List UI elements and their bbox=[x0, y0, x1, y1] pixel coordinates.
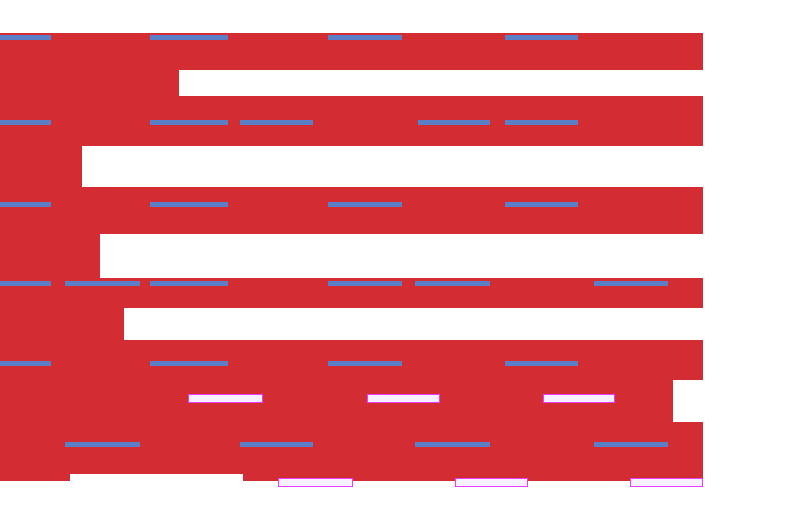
underline-r5-c2[interactable] bbox=[150, 361, 228, 366]
highlight-r1-c1[interactable] bbox=[188, 394, 263, 403]
line-2 bbox=[0, 70, 179, 96]
underline-r4-c6[interactable] bbox=[594, 281, 668, 286]
highlight-r1-c2[interactable] bbox=[367, 394, 440, 403]
underline-r5-c1[interactable] bbox=[0, 361, 51, 366]
underline-r1-c3[interactable] bbox=[328, 35, 402, 40]
underline-r6-c2[interactable] bbox=[240, 442, 313, 447]
line-11 bbox=[0, 422, 703, 474]
underline-r6-c4[interactable] bbox=[594, 442, 668, 447]
line-5 bbox=[0, 187, 703, 234]
underline-r1-c4[interactable] bbox=[505, 35, 578, 40]
underline-r2-c4[interactable] bbox=[418, 120, 490, 125]
underline-r4-c3[interactable] bbox=[150, 281, 228, 286]
highlight-r2-c3[interactable] bbox=[630, 478, 703, 487]
underline-r4-c1[interactable] bbox=[0, 281, 51, 286]
underline-r6-c3[interactable] bbox=[415, 442, 490, 447]
line-12 bbox=[0, 474, 70, 481]
line-9 bbox=[0, 340, 703, 380]
line-13 bbox=[243, 474, 703, 481]
underline-r2-c1[interactable] bbox=[0, 120, 51, 125]
underline-r4-c2[interactable] bbox=[65, 281, 140, 286]
underline-r4-c4[interactable] bbox=[328, 281, 402, 286]
underline-r4-c5[interactable] bbox=[415, 281, 490, 286]
underline-r1-c1[interactable] bbox=[0, 35, 51, 40]
line-3 bbox=[0, 96, 703, 146]
underline-r6-c1[interactable] bbox=[65, 442, 140, 447]
underline-r3-c3[interactable] bbox=[328, 202, 402, 207]
highlight-r2-c2[interactable] bbox=[455, 478, 528, 487]
underline-r3-c4[interactable] bbox=[505, 202, 578, 207]
underline-r1-c2[interactable] bbox=[150, 35, 228, 40]
line-6 bbox=[0, 234, 100, 278]
highlight-r2-c1[interactable] bbox=[278, 478, 353, 487]
line-4 bbox=[0, 146, 82, 187]
underline-r5-c4[interactable] bbox=[505, 361, 578, 366]
highlight-r1-c3[interactable] bbox=[543, 394, 615, 403]
underline-r3-c2[interactable] bbox=[150, 202, 228, 207]
line-8 bbox=[0, 308, 124, 340]
underline-r2-c5[interactable] bbox=[505, 120, 578, 125]
underline-r5-c3[interactable] bbox=[328, 361, 402, 366]
underline-r2-c2[interactable] bbox=[150, 120, 228, 125]
underline-r3-c1[interactable] bbox=[0, 202, 51, 207]
underline-r2-c3[interactable] bbox=[240, 120, 313, 125]
